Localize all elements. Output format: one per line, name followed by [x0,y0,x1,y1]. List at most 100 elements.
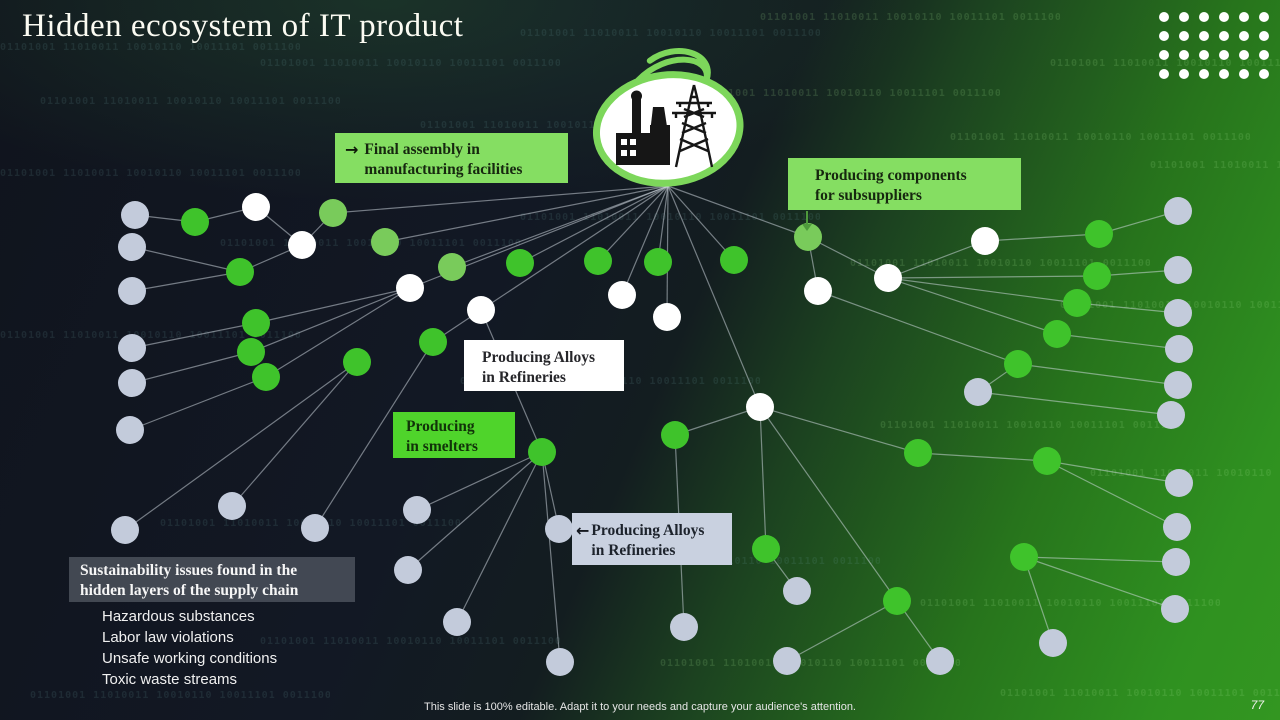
supply-node [1083,262,1111,290]
supply-node [1033,447,1061,475]
supply-node [252,363,280,391]
list-item: Labor law violations [102,629,234,646]
network-nodes [111,193,1193,676]
supply-edge [480,185,669,311]
supply-node [720,246,748,274]
supply-node [752,535,780,563]
supply-edge [541,451,561,663]
supply-node [1164,197,1192,225]
supply-edge [667,185,761,408]
label-final-assembly-text: Final assembly in manufacturing faciliti… [364,141,523,178]
supply-node [904,439,932,467]
supply-node [121,201,149,229]
supply-edge [1076,302,1179,314]
supply-node [116,416,144,444]
list-item: Unsafe working conditions [102,650,278,667]
sustainability-heading: Sustainability issues found in the hidde… [69,557,355,602]
supply-edge [759,406,898,602]
supply-node [1157,401,1185,429]
supply-edge [817,290,1019,365]
page-title: Hidden ecosystem of IT product [22,8,464,44]
supply-edge [131,351,252,384]
supply-node [118,369,146,397]
supply-node [746,393,774,421]
supply-node [343,348,371,376]
supply-node [670,613,698,641]
factory-icon [616,90,670,165]
supply-node [419,328,447,356]
supply-node [218,492,246,520]
supply-node [181,208,209,236]
supply-node [288,231,316,259]
supply-edge [255,287,411,324]
right-arrow-icon: → [345,140,359,159]
supply-node [653,303,681,331]
list-item: Toxic waste streams [102,671,238,688]
supply-edge [786,600,898,662]
supply-edge [124,361,358,531]
supply-node [1039,629,1067,657]
supply-edge [129,376,267,431]
supply-edge [314,341,434,529]
label-alloys-refineries: Producing Alloys in Refineries [464,340,624,391]
supply-edge [667,185,809,238]
supply-edge [265,287,411,378]
left-arrow-icon: ← [576,521,590,540]
supply-node [1164,299,1192,327]
supply-node [371,228,399,256]
sustainability-list: Hazardous substances Labor law violation… [102,606,277,690]
supply-node [528,438,556,466]
supply-node [1043,320,1071,348]
supply-edge [384,185,669,243]
supply-node [964,378,992,406]
factory-power-icon [592,48,744,187]
supply-node [1163,513,1191,541]
supply-edge [131,271,241,292]
supply-node [1164,256,1192,284]
supply-edge [807,236,889,279]
supply-edge [250,287,411,353]
supply-edge [416,451,543,511]
supply-node [1161,595,1189,623]
supply-node [1004,350,1032,378]
supply-node [467,296,495,324]
supply-edge [887,277,1078,304]
supply-edge [667,185,735,261]
supply-node [661,421,689,449]
page-number: 77 [1250,698,1264,712]
supply-edge [1046,460,1180,484]
label-alloys-refineries-gray: ← Producing Alloys in Refineries [572,513,732,565]
supply-edge [887,277,1058,335]
supply-node [971,227,999,255]
label-producing-components-text: Producing components for subsuppliers [815,167,967,204]
supply-edge [917,452,1048,462]
supply-edge [984,233,1100,242]
footer-note: This slide is 100% editable. Adapt it to… [424,701,856,713]
supply-node [545,515,573,543]
supply-node [394,556,422,584]
supply-node [883,587,911,615]
supply-edge [1017,363,1179,386]
supply-node [1165,469,1193,497]
supply-edge [759,406,919,454]
supply-node [242,193,270,221]
supply-node [118,334,146,362]
supply-node [794,223,822,251]
supply-edge [977,391,1172,416]
supply-edge [887,275,1098,279]
supply-node [1162,548,1190,576]
supply-edge [1046,460,1178,528]
supply-node [396,274,424,302]
supply-edge [1023,556,1177,563]
supply-node [804,277,832,305]
supply-node [644,248,672,276]
network-edges [124,185,1180,663]
supply-node [584,247,612,275]
supply-edge [597,185,669,262]
supply-edge [666,185,669,318]
supply-node [874,264,902,292]
supply-node [319,199,347,227]
supply-edge [456,451,543,623]
